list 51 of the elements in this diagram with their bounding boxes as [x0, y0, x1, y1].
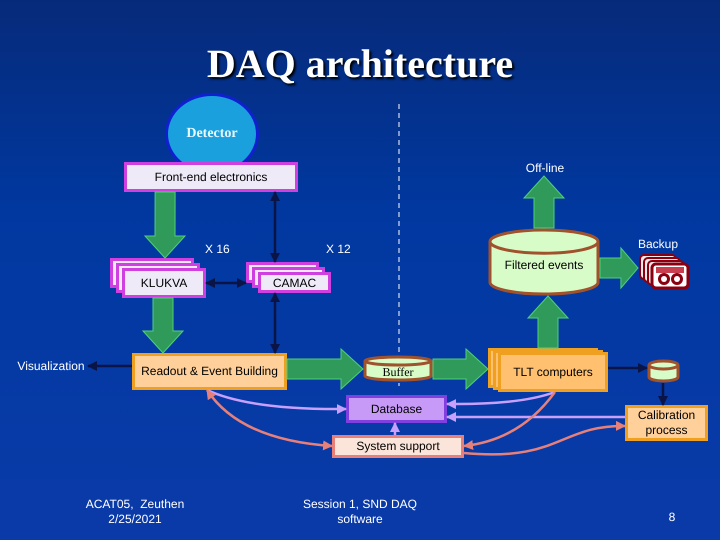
multiplicity-label: Backup [638, 236, 678, 253]
block-arrow [432, 348, 489, 390]
node-label: System support [356, 439, 440, 454]
arrow [390, 422, 400, 435]
arrow [658, 383, 668, 406]
arrow [446, 412, 625, 422]
node-label: Detector [186, 125, 238, 143]
arrow [87, 361, 132, 371]
block-arrow [600, 246, 639, 290]
storage-cylinder [488, 228, 600, 296]
arrow [205, 278, 247, 288]
block-arrow [144, 192, 186, 259]
arrow [270, 292, 280, 354]
process-box [124, 162, 298, 192]
arrow [206, 389, 333, 450]
process-box [132, 353, 287, 390]
arrow [206, 388, 347, 414]
arrow [463, 391, 556, 450]
block-arrow [526, 295, 570, 348]
node-label: KLUKVA [140, 275, 188, 292]
footer-text: Session 1, SND DAQ software [302, 497, 418, 527]
multiplicity-label: X 16 [205, 241, 230, 258]
process-box [332, 435, 464, 458]
module-stack [110, 258, 206, 298]
node-label: Front-end electronics [154, 170, 268, 184]
computer-stack [488, 348, 608, 392]
node-label: Off-line [526, 160, 564, 176]
process-box [625, 405, 708, 441]
multiplicity-label: X 12 [326, 241, 351, 258]
arrow [608, 363, 648, 373]
footer-text: ACAT05, Zeuthen 2/25/2021 [84, 497, 186, 527]
block-arrow [286, 348, 364, 390]
node-label: CAMAC [272, 274, 316, 292]
arrow [270, 191, 280, 263]
node-label: Database [370, 402, 422, 416]
arrow [446, 390, 556, 410]
node-label: Filtered events [504, 258, 584, 272]
module-stack [246, 262, 331, 293]
node-label: Buffer [382, 364, 414, 378]
arrow [464, 421, 626, 456]
footer-text: 8 [668, 510, 676, 525]
node-label: TLT computers [513, 364, 593, 381]
node-label: Readout & Event Building [141, 364, 278, 379]
storage-cylinder [363, 355, 433, 382]
node-label: Calibration process [636, 408, 696, 438]
node-label: Visualization [17, 358, 85, 375]
storage-cylinder [647, 359, 680, 383]
process-box [346, 395, 447, 423]
block-arrow [142, 298, 184, 354]
slide-title: DAQ architecture [206, 44, 514, 84]
block-arrow [522, 175, 566, 228]
